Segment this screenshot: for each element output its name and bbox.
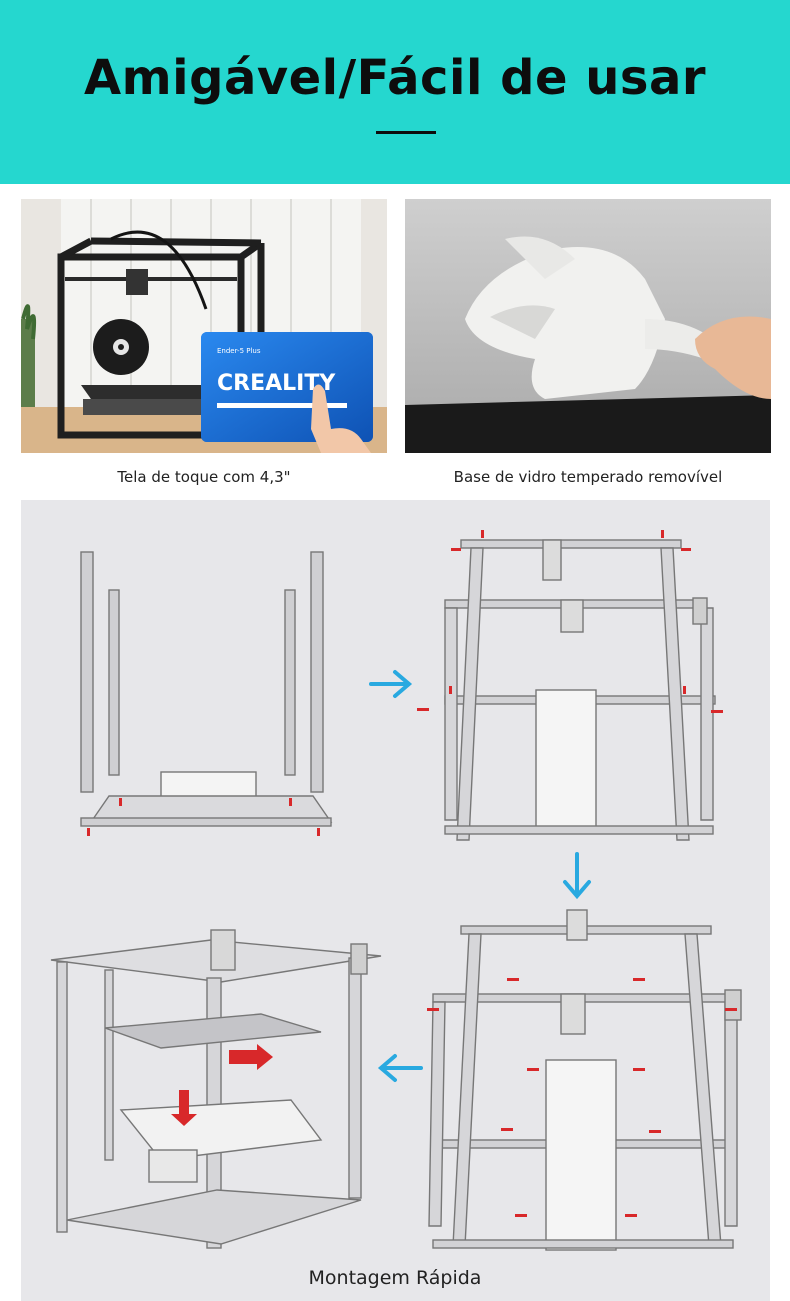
assembly-caption: Montagem Rápida xyxy=(308,1267,482,1289)
assembly-step-1 xyxy=(80,551,333,827)
screen-model-label: Ender-5 Plus xyxy=(217,347,261,355)
assembly-step-2 xyxy=(444,539,716,841)
touchscreen-photo: Ender-5 Plus CREALITY xyxy=(21,199,387,453)
glass-bed-caption: Base de vidro temperado removível xyxy=(453,468,723,486)
glass-bed-photo xyxy=(405,199,771,453)
touchscreen-caption: Tela de toque com 4,3" xyxy=(117,468,291,486)
assembly-flow-arrows xyxy=(369,670,591,1082)
assembly-step-4 xyxy=(50,929,382,1249)
header-banner: Amigável/Fácil de usar xyxy=(0,0,790,184)
assembly-step-3 xyxy=(428,909,742,1251)
title-underline xyxy=(376,131,436,134)
assembly-screw-markers xyxy=(87,530,737,1217)
page-title: Amigável/Fácil de usar xyxy=(83,50,707,106)
assembly-diagram xyxy=(21,500,770,1301)
